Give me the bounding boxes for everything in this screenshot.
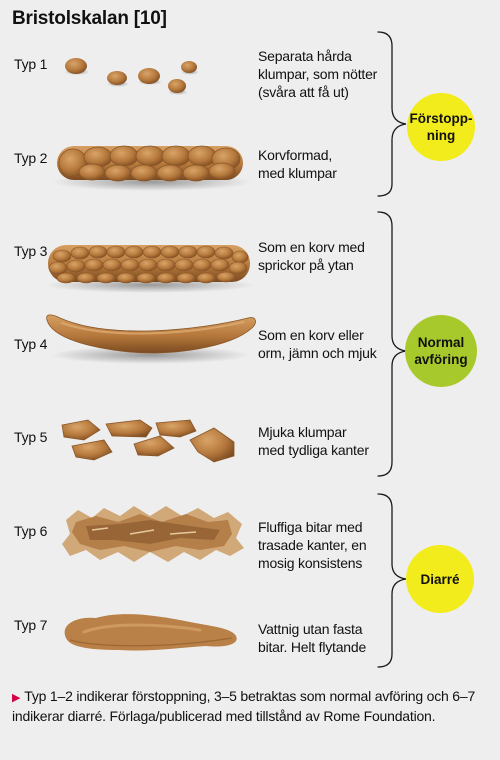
category-constipation-badge: Förstopp- ning <box>407 93 475 161</box>
type-7-description: Vattnig utan fasta bitar. Helt flytande <box>258 621 367 655</box>
type-label: Typ 2 <box>14 150 48 166</box>
footnote-marker-icon: ▶ <box>12 692 21 704</box>
type-4-description: Som en korv eller orm, jämn och mjuk <box>258 327 377 361</box>
category-diarrhea-badge: Diarré <box>406 545 474 613</box>
footnote-text: Typ 1–2 indikerar förstoppning, 3–5 betr… <box>12 688 476 724</box>
type-7-illustration <box>64 614 237 651</box>
type-1-description: Separata hårda klumpar, som nötter (svår… <box>258 48 378 100</box>
footnote: ▶Typ 1–2 indikerar förstoppning, 3–5 bet… <box>12 687 490 725</box>
type-5-description: Mjuka klumpar med tydliga kanter <box>258 424 369 458</box>
type-3-description: Som en korv med sprickor på ytan <box>258 239 365 273</box>
diarrhea-brace <box>377 493 407 668</box>
normal-brace <box>377 211 407 477</box>
type-label: Typ 7 <box>14 617 48 633</box>
page-title: Bristolskalan [10] <box>12 8 167 29</box>
type-label: Typ 5 <box>14 429 48 445</box>
constipation-brace <box>377 31 407 197</box>
type-2-description: Korvformad, med klumpar <box>258 147 337 181</box>
type-4-illustration <box>46 314 256 364</box>
category-normal-badge: Normal avföring <box>405 315 477 387</box>
type-label: Typ 6 <box>14 523 48 539</box>
type-3-illustration <box>45 245 255 293</box>
type-5-illustration <box>61 419 235 463</box>
type-label: Typ 4 <box>14 336 48 352</box>
type-6-illustration <box>62 506 244 562</box>
type-label: Typ 1 <box>14 56 48 72</box>
type-1-illustration <box>64 58 199 95</box>
type-label: Typ 3 <box>14 243 48 259</box>
type-2-illustration <box>52 145 252 191</box>
type-6-description: Fluffiga bitar med trasade kanter, en mo… <box>258 519 367 571</box>
